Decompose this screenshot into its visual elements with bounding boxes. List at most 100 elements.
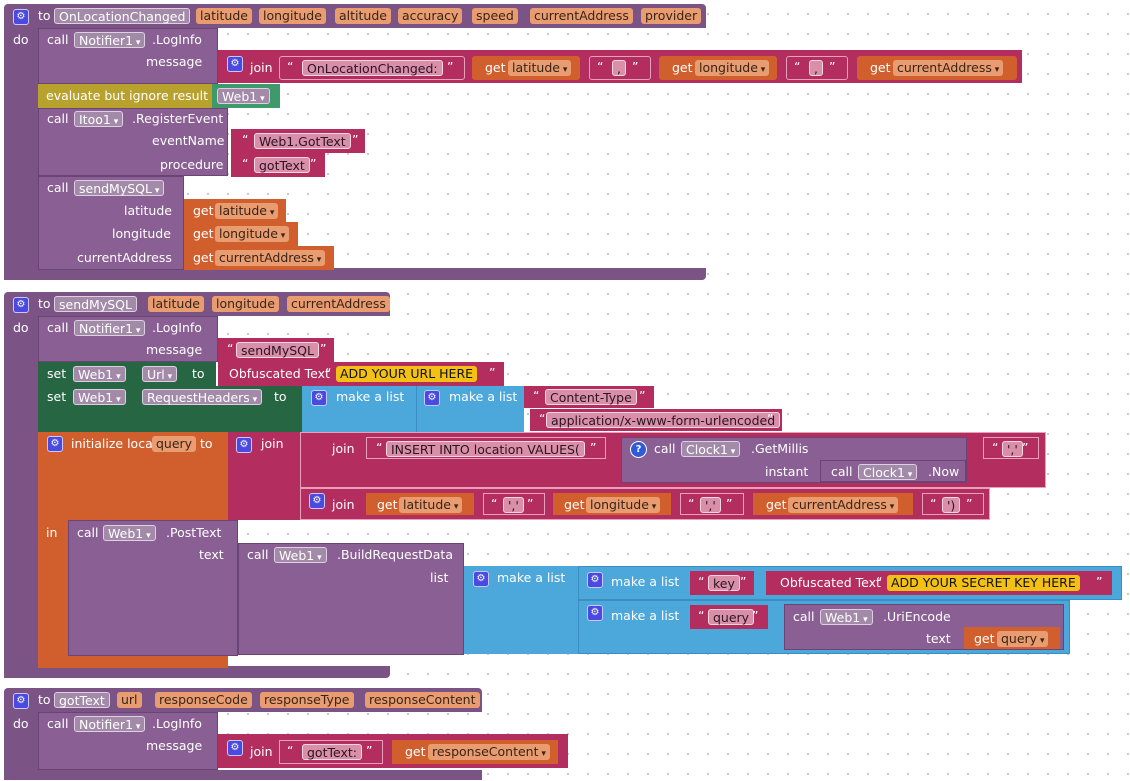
- set-web1-url[interactable]: [38, 362, 216, 386]
- param-responsecode[interactable]: responseCode: [155, 692, 252, 708]
- param-currentaddress[interactable]: currentAddress: [530, 8, 633, 24]
- to-keyword: to: [274, 389, 287, 404]
- text-content-type[interactable]: Content-Type: [545, 389, 637, 405]
- property-url[interactable]: Url: [142, 366, 178, 382]
- make-list-label: make a list: [336, 389, 405, 404]
- text-quote-comma[interactable]: ',': [1002, 441, 1023, 457]
- gear-icon[interactable]: ⚙: [236, 437, 252, 453]
- param-latitude[interactable]: latitude: [196, 8, 252, 24]
- get-var-responsecontent[interactable]: responseContent: [428, 744, 550, 760]
- text-quote-comma[interactable]: ',': [503, 497, 524, 513]
- gear-icon[interactable]: ⚙: [309, 493, 325, 509]
- param-altitude[interactable]: altitude: [335, 8, 391, 24]
- text-query[interactable]: query: [708, 609, 755, 625]
- param-provider[interactable]: provider: [641, 8, 702, 24]
- param-responsecontent[interactable]: responseContent: [365, 692, 480, 708]
- gear-icon[interactable]: ⚙: [473, 571, 489, 587]
- proc-name-field[interactable]: OnLocationChanged: [54, 8, 191, 24]
- property-requestheaders[interactable]: RequestHeaders: [142, 389, 263, 405]
- component-itoo1[interactable]: Itoo1: [74, 111, 124, 127]
- component-web1[interactable]: Web1: [103, 525, 156, 541]
- instant-label: instant: [765, 464, 809, 479]
- component-web1[interactable]: Web1: [274, 547, 327, 563]
- gear-icon[interactable]: ⚙: [227, 740, 243, 756]
- gear-icon[interactable]: ⚙: [13, 297, 29, 313]
- get-var-currentaddress[interactable]: currentAddress: [788, 497, 899, 513]
- get-var-latitude[interactable]: latitude: [215, 203, 279, 219]
- get-var-longitude[interactable]: longitude: [695, 60, 770, 76]
- get-var-currentaddress[interactable]: currentAddress: [893, 60, 1004, 76]
- param-speed[interactable]: speed: [472, 8, 518, 24]
- component-web1[interactable]: Web1: [820, 609, 873, 625]
- get-keyword: get: [405, 744, 426, 759]
- call-web1-posttext[interactable]: [68, 520, 238, 656]
- component-web1[interactable]: Web1: [73, 389, 126, 405]
- do-keyword: do: [13, 32, 29, 47]
- method-name: .LogInfo: [152, 320, 202, 335]
- message-label: message: [146, 738, 203, 753]
- param-url[interactable]: url: [117, 692, 142, 708]
- get-var-query[interactable]: query: [997, 631, 1049, 647]
- get-var-longitude[interactable]: longitude: [586, 497, 661, 513]
- text-close-paren[interactable]: '): [942, 497, 961, 513]
- gear-icon[interactable]: ⚙: [587, 572, 603, 588]
- text-quote-comma[interactable]: ',': [700, 497, 721, 513]
- text-gottext[interactable]: gotText:: [302, 744, 362, 760]
- get-var-latitude[interactable]: latitude: [508, 60, 572, 76]
- param-longitude[interactable]: longitude: [212, 296, 279, 312]
- help-icon[interactable]: ?: [630, 441, 647, 458]
- to-keyword: to: [38, 692, 51, 707]
- method-name: .Now: [928, 464, 960, 479]
- gear-icon[interactable]: ⚙: [13, 693, 29, 709]
- proc-name-field[interactable]: gotText: [54, 692, 110, 708]
- text-procedure[interactable]: gotText: [254, 157, 310, 173]
- gear-icon[interactable]: ⚙: [47, 436, 63, 452]
- param-longitude[interactable]: longitude: [259, 8, 326, 24]
- make-list-inner[interactable]: [416, 386, 524, 432]
- message-label: message: [146, 54, 203, 69]
- gear-icon[interactable]: ⚙: [424, 390, 440, 406]
- param-accuracy[interactable]: accuracy: [398, 8, 463, 24]
- arg-latitude-label: latitude: [124, 203, 172, 218]
- component-web1[interactable]: Web1: [73, 366, 126, 382]
- text-comma[interactable]: ,: [612, 60, 626, 76]
- procedure-dropdown[interactable]: sendMySQL: [74, 180, 165, 196]
- text-content-type-value[interactable]: application/x-www-form-urlencoded: [546, 412, 781, 428]
- component-web1[interactable]: Web1: [217, 88, 270, 104]
- text-string[interactable]: OnLocationChanged:: [302, 60, 443, 76]
- secret-key-input[interactable]: ADD YOUR SECRET KEY HERE: [887, 575, 1080, 591]
- text-comma[interactable]: ,: [809, 60, 823, 76]
- text-sendmysql[interactable]: sendMySQL: [236, 342, 319, 358]
- to-keyword: to: [38, 296, 51, 311]
- param-currentaddress[interactable]: currentAddress: [287, 296, 390, 312]
- call-itoo-registerevent[interactable]: [38, 108, 228, 176]
- gear-icon[interactable]: ⚙: [227, 56, 243, 72]
- component-clock1[interactable]: Clock1: [858, 464, 918, 480]
- get-var-currentaddress[interactable]: currentAddress: [215, 250, 326, 266]
- get-var-latitude[interactable]: latitude: [399, 497, 463, 513]
- local-var-query[interactable]: query: [152, 436, 197, 452]
- obfuscated-label: Obfuscated Text: [780, 575, 881, 590]
- gear-icon[interactable]: ⚙: [587, 605, 603, 621]
- proc-name-field[interactable]: sendMySQL: [54, 296, 137, 312]
- component-dropdown[interactable]: Notifier1: [74, 32, 146, 48]
- url-input[interactable]: ADD YOUR URL HERE: [336, 366, 478, 382]
- param-responsetype[interactable]: responseType: [260, 692, 354, 708]
- text-insert[interactable]: INSERT INTO location VALUES(: [386, 441, 585, 457]
- make-list-label: make a list: [497, 570, 566, 585]
- in-keyword: in: [46, 525, 58, 540]
- do-keyword: do: [13, 320, 29, 335]
- method-name: .BuildRequestData: [337, 547, 453, 562]
- text-label: text: [199, 547, 224, 562]
- component-clock1[interactable]: Clock1: [681, 441, 741, 457]
- make-list-label: make a list: [611, 574, 680, 589]
- text-eventname[interactable]: Web1.GotText: [254, 133, 351, 149]
- gear-icon[interactable]: ⚙: [13, 9, 29, 25]
- get-var-longitude[interactable]: longitude: [215, 226, 290, 242]
- component-dropdown[interactable]: Notifier1: [74, 716, 146, 732]
- gear-icon[interactable]: ⚙: [311, 390, 327, 406]
- param-latitude[interactable]: latitude: [148, 296, 204, 312]
- evaluate-ignore-block[interactable]: [38, 84, 212, 108]
- component-dropdown[interactable]: Notifier1: [74, 320, 146, 336]
- text-key[interactable]: key: [708, 575, 740, 591]
